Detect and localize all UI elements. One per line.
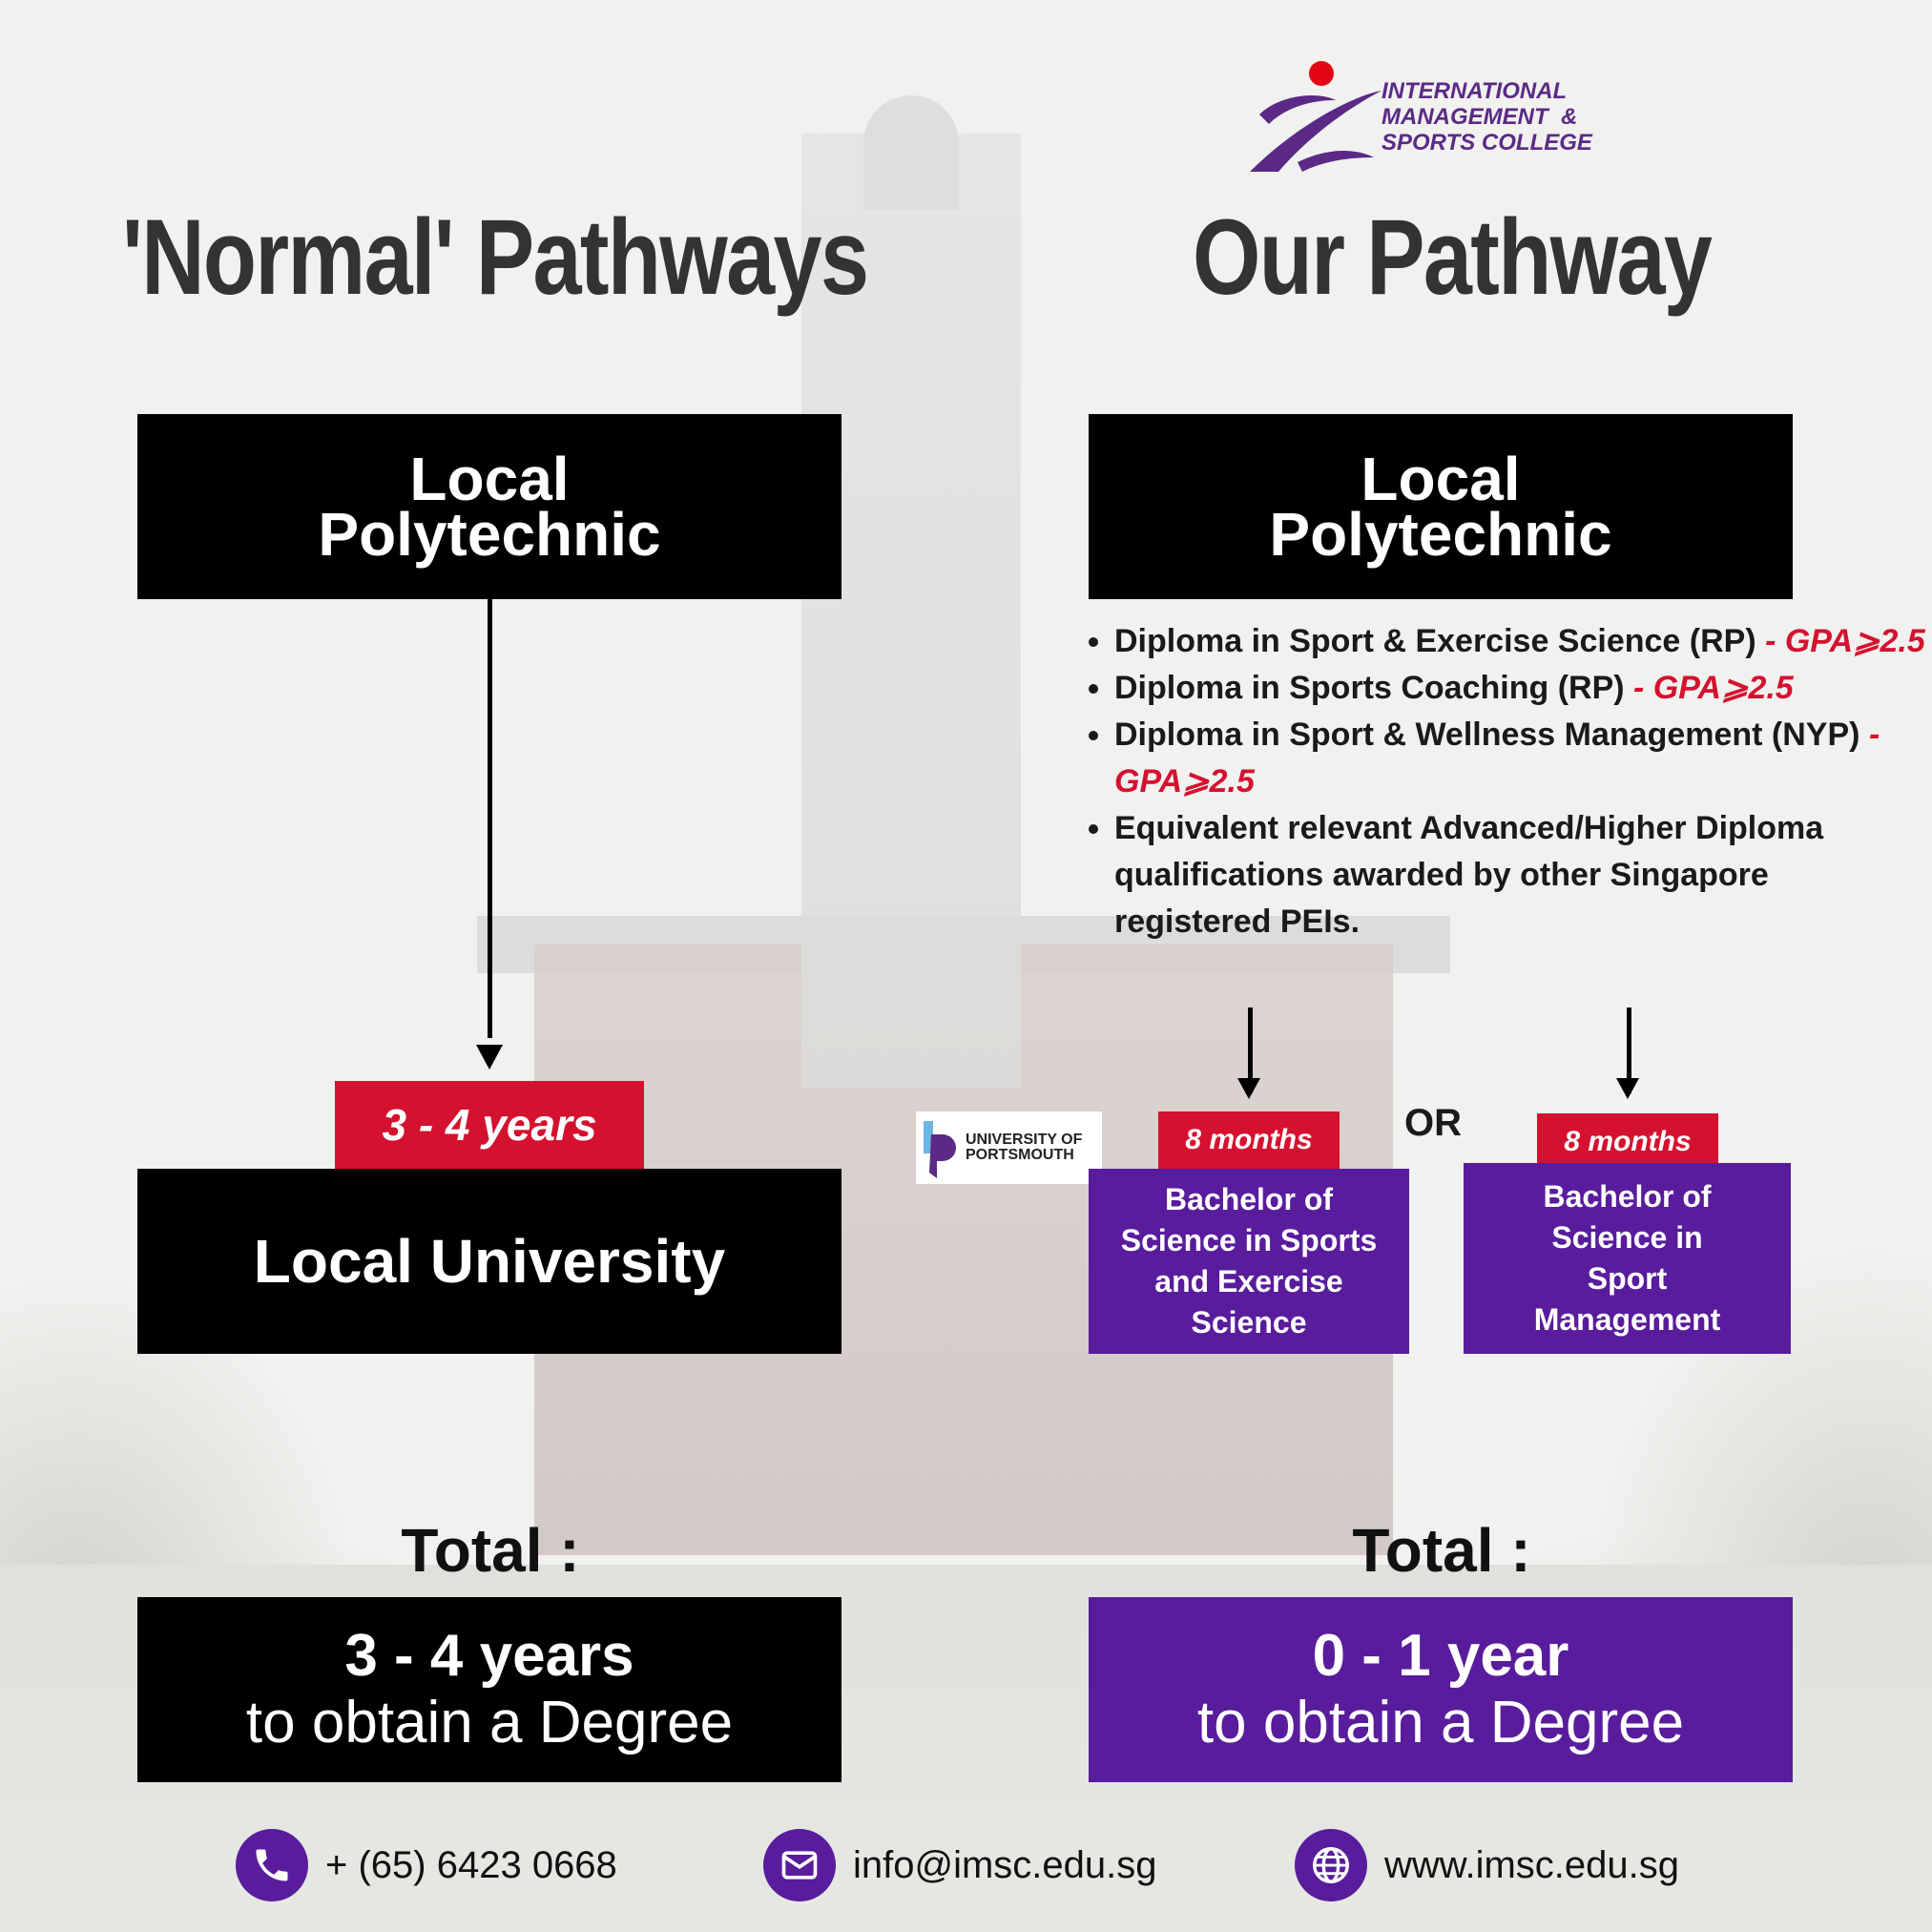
left-arrow-line xyxy=(488,599,492,1038)
program1-bsc-sports-exercise-box: Bachelor of Science in Sports and Exerci… xyxy=(1089,1169,1409,1354)
university-of-portsmouth-logo: UNIVERSITY OF PORTSMOUTH xyxy=(916,1111,1102,1184)
right-arrow-head-2 xyxy=(1616,1078,1639,1099)
logo-swoosh-icon xyxy=(1250,61,1381,172)
list-item: Diploma in Sports Coaching (RP) - GPA⩾2.… xyxy=(1114,665,1925,712)
local-university-box: Local University xyxy=(137,1169,841,1354)
left-arrow-head xyxy=(476,1045,503,1070)
diploma-requirements-list: Diploma in Sport & Exercise Science (RP)… xyxy=(1076,618,1925,945)
or-label: OR xyxy=(1404,1102,1462,1144)
portsmouth-logo-icon xyxy=(924,1121,956,1178)
right-arrow-line-1 xyxy=(1248,1008,1253,1093)
list-item: Diploma in Sport & Wellness Management (… xyxy=(1114,712,1925,805)
phone-icon xyxy=(236,1829,308,1901)
logo-text: INTERNATIONAL MANAGEMENT & SPORTS COLLEG… xyxy=(1381,78,1592,156)
right-arrow-line-2 xyxy=(1627,1008,1631,1093)
right-total-box: 0 - 1 year to obtain a Degree xyxy=(1089,1597,1793,1782)
mail-icon xyxy=(763,1829,836,1901)
imsc-logo: INTERNATIONAL MANAGEMENT & SPORTS COLLEG… xyxy=(1240,57,1641,181)
left-local-polytechnic-box: Local Polytechnic xyxy=(137,414,841,599)
right-local-polytechnic-box: Local Polytechnic xyxy=(1089,414,1793,599)
right-arrow-head-1 xyxy=(1237,1078,1260,1099)
normal-pathways-heading: 'Normal' Pathways xyxy=(122,197,869,317)
email-address[interactable]: info@imsc.edu.sg xyxy=(853,1843,1157,1886)
phone-contact[interactable]: + (65) 6423 0668 xyxy=(236,1829,617,1901)
email-contact[interactable]: info@imsc.edu.sg xyxy=(763,1829,1157,1901)
list-item: Diploma in Sport & Exercise Science (RP)… xyxy=(1114,618,1925,665)
phone-number[interactable]: + (65) 6423 0668 xyxy=(325,1843,617,1886)
globe-icon xyxy=(1295,1829,1367,1901)
our-pathway-heading: Our Pathway xyxy=(1193,197,1713,317)
left-total-label: Total : xyxy=(401,1516,580,1585)
program1-duration-tag: 8 months xyxy=(1158,1111,1340,1169)
website-contact[interactable]: www.imsc.edu.sg xyxy=(1295,1829,1679,1901)
left-total-box: 3 - 4 years to obtain a Degree xyxy=(137,1597,841,1782)
left-duration-tag: 3 - 4 years xyxy=(335,1081,644,1169)
website-url[interactable]: www.imsc.edu.sg xyxy=(1384,1843,1679,1886)
program2-duration-tag: 8 months xyxy=(1537,1113,1718,1171)
program2-bsc-sport-management-box: Bachelor of Science in Sport Management xyxy=(1464,1163,1791,1354)
list-item: Equivalent relevant Advanced/Higher Dipl… xyxy=(1114,805,1925,945)
right-total-label: Total : xyxy=(1352,1516,1531,1585)
